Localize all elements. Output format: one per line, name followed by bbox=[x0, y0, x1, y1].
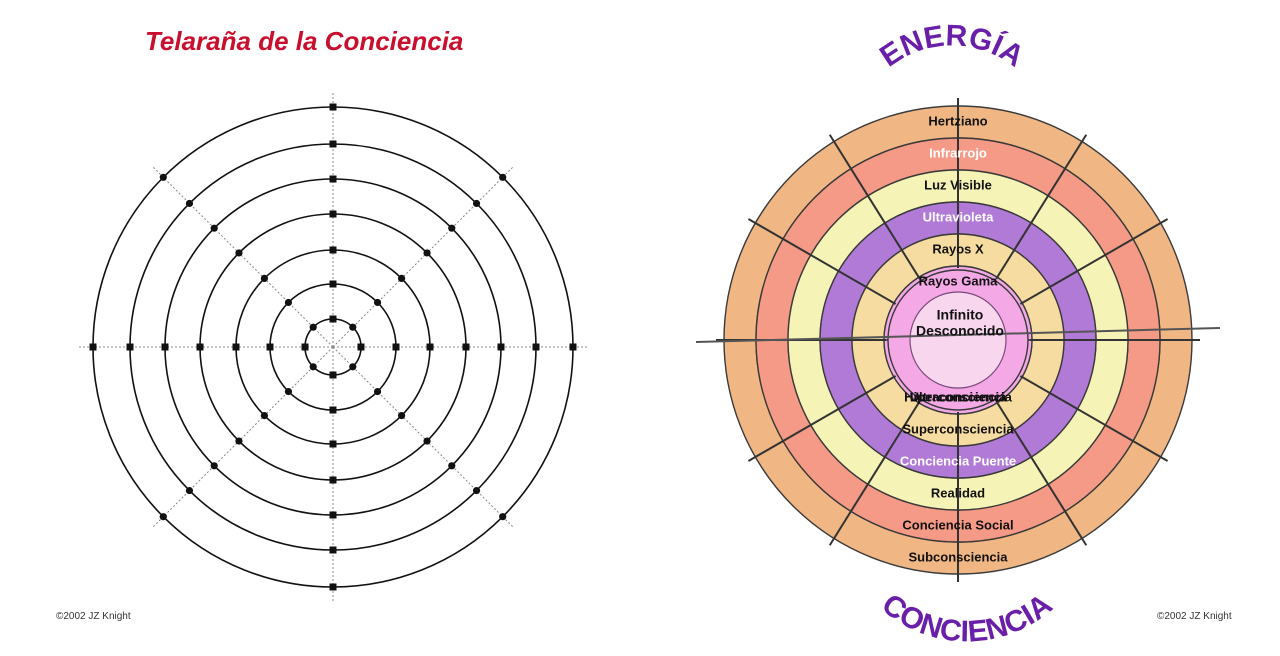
web-node bbox=[423, 249, 431, 257]
wheel-spoke bbox=[1019, 218, 1169, 305]
web-node bbox=[235, 249, 243, 257]
web-node bbox=[532, 343, 540, 351]
band-label: Hiperconsciencia bbox=[904, 389, 1012, 404]
web-node bbox=[210, 462, 218, 470]
web-node bbox=[196, 343, 204, 351]
consciousness-web bbox=[78, 92, 588, 602]
web-node bbox=[357, 343, 365, 351]
wheel-bands bbox=[723, 105, 1193, 575]
wheel-spoke bbox=[995, 400, 1088, 546]
web-node bbox=[284, 298, 293, 307]
right-copyright: ©2002 JZ Knight bbox=[1157, 611, 1232, 622]
web-node bbox=[329, 140, 337, 148]
band-label: Rayos X bbox=[932, 241, 984, 256]
web-node bbox=[329, 406, 337, 414]
wheel-axis bbox=[695, 327, 1221, 343]
web-spoke bbox=[152, 166, 334, 348]
left-copyright: ©2002 JZ Knight bbox=[56, 611, 131, 622]
web-node bbox=[472, 486, 481, 495]
web-node bbox=[329, 210, 337, 218]
wheel-spoke bbox=[747, 375, 897, 462]
web-node bbox=[472, 199, 481, 208]
web-node bbox=[329, 511, 337, 519]
web-node bbox=[569, 343, 577, 351]
band-label: Ultravioleta bbox=[923, 209, 995, 224]
band-label: Infinito bbox=[937, 307, 984, 323]
band-label: Conciencia Social bbox=[902, 517, 1013, 532]
web-node bbox=[329, 546, 337, 554]
web-node bbox=[329, 246, 337, 254]
band-label: Subconsciencia bbox=[909, 549, 1009, 564]
band-label: Conciencia Puente bbox=[900, 453, 1016, 468]
web-node bbox=[462, 343, 470, 351]
band-label: Luz Visible bbox=[924, 177, 992, 192]
web-node bbox=[499, 173, 507, 181]
web-spoke bbox=[332, 166, 514, 348]
web-node bbox=[329, 583, 337, 591]
energy-label: ENERGÍA bbox=[874, 19, 1030, 73]
web-node bbox=[309, 363, 317, 371]
web-node bbox=[397, 411, 406, 420]
web-node bbox=[349, 323, 357, 331]
web-node bbox=[284, 387, 293, 396]
band-label: Rayos Gama bbox=[919, 273, 999, 288]
band-label: Hertziano bbox=[928, 113, 987, 128]
web-node bbox=[185, 199, 194, 208]
band-label: Infrarrojo bbox=[929, 145, 987, 160]
web-node bbox=[329, 315, 337, 323]
web-node bbox=[260, 274, 269, 283]
conciencia-label: CONCIENCIA bbox=[876, 588, 1059, 649]
web-node bbox=[235, 437, 243, 445]
band-label: Superconsciencia bbox=[902, 421, 1014, 436]
web-node bbox=[232, 343, 240, 351]
web-node bbox=[392, 343, 400, 351]
web-nodes bbox=[89, 103, 577, 591]
wheel-spoke bbox=[828, 400, 921, 546]
wheel-spoke bbox=[828, 134, 921, 280]
band-label: Ultraconciencia bbox=[910, 389, 1008, 404]
wheel-center bbox=[887, 269, 1029, 411]
web-node bbox=[349, 363, 357, 371]
web-node bbox=[329, 476, 337, 484]
web-node bbox=[329, 371, 337, 379]
web-node bbox=[159, 513, 167, 521]
wheel-spoke bbox=[995, 134, 1088, 280]
web-node bbox=[448, 462, 456, 470]
web-node bbox=[266, 343, 274, 351]
web-node bbox=[373, 387, 382, 396]
web-node bbox=[159, 173, 167, 181]
band-label: Desconocido bbox=[916, 323, 1004, 339]
web-title: Telaraña de la Conciencia bbox=[145, 26, 464, 56]
wheel-spoke bbox=[1019, 375, 1169, 462]
web-node bbox=[161, 343, 169, 351]
web-node bbox=[185, 486, 194, 495]
web-node bbox=[397, 274, 406, 283]
web-spoke bbox=[332, 346, 514, 528]
web-node bbox=[373, 298, 382, 307]
web-node bbox=[499, 513, 507, 521]
wheel-center-disc bbox=[909, 291, 1007, 389]
web-node bbox=[329, 103, 337, 111]
web-node bbox=[329, 175, 337, 183]
band-label: Realidad bbox=[931, 485, 985, 500]
web-node bbox=[260, 411, 269, 420]
web-node bbox=[301, 343, 309, 351]
web-spokes bbox=[78, 92, 588, 602]
web-node bbox=[329, 440, 337, 448]
web-node bbox=[329, 280, 337, 288]
web-node bbox=[210, 224, 218, 232]
web-node bbox=[497, 343, 505, 351]
wheel-spoke bbox=[747, 218, 897, 305]
web-spoke bbox=[152, 346, 334, 528]
web-node bbox=[126, 343, 134, 351]
web-node bbox=[309, 323, 317, 331]
wheel-spokes bbox=[695, 98, 1221, 582]
web-node bbox=[423, 437, 431, 445]
web-node bbox=[89, 343, 97, 351]
web-node bbox=[448, 224, 456, 232]
web-node bbox=[426, 343, 434, 351]
